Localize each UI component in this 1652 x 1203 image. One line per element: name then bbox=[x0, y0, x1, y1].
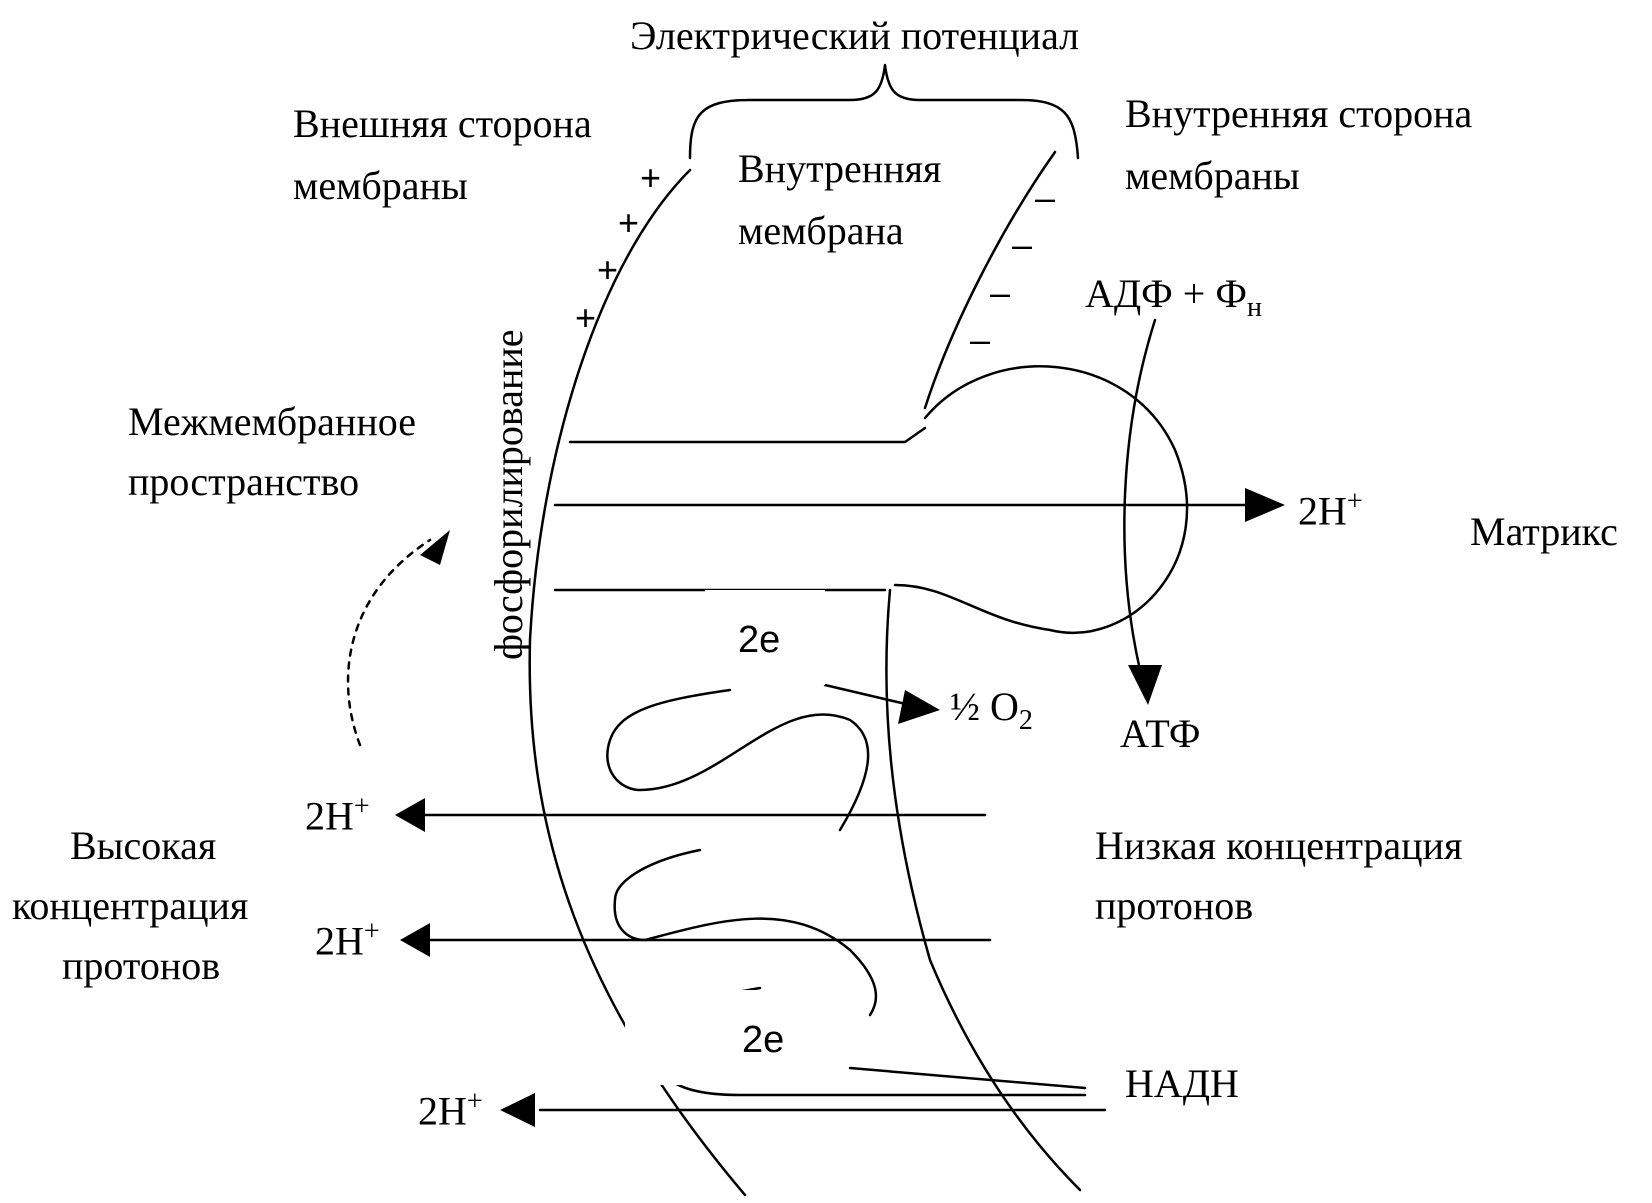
inner-membrane-right-curve bbox=[886, 590, 1080, 1190]
low-conc-label-line2: протонов bbox=[1095, 882, 1253, 929]
proton-out-2-charge: + bbox=[364, 916, 380, 947]
arrow-head-out-2 bbox=[400, 923, 430, 957]
electron-to-oxygen-line bbox=[825, 685, 910, 705]
proton-out-1-charge: + bbox=[354, 791, 370, 822]
plus-sign-3: + bbox=[597, 252, 618, 288]
arrow-head-out-1 bbox=[395, 798, 425, 832]
proton-matrix-label: 2H+ bbox=[1298, 485, 1363, 535]
arrow-head-out-3 bbox=[500, 1093, 535, 1127]
intermembrane-label-line1: Межмембранное bbox=[128, 398, 416, 445]
proton-out-1-label: 2H+ bbox=[305, 790, 370, 840]
inner-membrane-label-line1: Внутренняя bbox=[738, 145, 941, 192]
proton-out-3-charge: + bbox=[467, 1086, 483, 1117]
intermembrane-label-line2: пространство bbox=[128, 458, 359, 505]
half-oxygen-text: ½ O bbox=[950, 684, 1019, 729]
inner-side-label-line1: Внутренняя сторона bbox=[1125, 90, 1472, 137]
proton-matrix-charge: + bbox=[1347, 486, 1363, 517]
phosphorylation-label: фосфорилирование bbox=[485, 329, 532, 660]
proton-out-2-label: 2H+ bbox=[315, 915, 380, 965]
arrow-head-matrix bbox=[1245, 488, 1285, 522]
electron-box-bottom bbox=[625, 990, 830, 1085]
adp-pi-text: АДФ + Ф bbox=[1085, 271, 1247, 316]
return-dotted-curve bbox=[348, 540, 430, 745]
proton-out-3-label: 2H+ bbox=[418, 1085, 483, 1135]
arrow-head-atp bbox=[1128, 665, 1162, 705]
half-oxygen-label: ½ O2 bbox=[950, 683, 1033, 737]
crista-fold-1 bbox=[607, 690, 868, 830]
inner-side-label-line2: мембраны bbox=[1125, 152, 1300, 199]
arrow-head-oxygen bbox=[898, 690, 940, 724]
minus-sign-1: – bbox=[1035, 180, 1055, 216]
proton-out-3-text: 2H bbox=[418, 1088, 467, 1133]
adp-pi-label: АДФ + Фн bbox=[1085, 270, 1262, 324]
outer-side-label-line2: мембраны bbox=[293, 162, 468, 209]
outer-side-label-line1: Внешняя сторона bbox=[293, 100, 592, 147]
proton-matrix-text: 2H bbox=[1298, 488, 1347, 533]
plus-sign-2: + bbox=[618, 205, 639, 241]
electrons-top-label: 2e bbox=[738, 618, 780, 663]
matrix-label: Матрикс bbox=[1470, 508, 1618, 555]
minus-sign-3: – bbox=[990, 275, 1010, 311]
nadh-line bbox=[850, 1068, 1085, 1088]
electric-potential-label: Электрический потенциал bbox=[630, 12, 1079, 59]
atp-synthase-head bbox=[895, 366, 1187, 632]
inner-membrane-line-top bbox=[570, 428, 925, 442]
nadh-label: НАДН bbox=[1125, 1060, 1239, 1107]
minus-sign-2: – bbox=[1012, 227, 1032, 263]
proton-out-1-text: 2H bbox=[305, 793, 354, 838]
electrons-bottom-label: 2e bbox=[742, 1018, 784, 1063]
arrow-head-return bbox=[420, 530, 450, 565]
plus-sign-4: + bbox=[575, 300, 596, 336]
adp-pi-subscript: н bbox=[1247, 292, 1262, 323]
atp-label: АТФ bbox=[1120, 710, 1201, 757]
low-conc-label-line1: Низкая концентрация bbox=[1095, 822, 1462, 869]
minus-sign-4: – bbox=[970, 322, 990, 358]
high-conc-label-line2: концентрация bbox=[12, 882, 248, 929]
high-conc-label-line1: Высокая bbox=[70, 822, 216, 869]
proton-out-2-text: 2H bbox=[315, 918, 364, 963]
inner-membrane-label-line2: мембрана bbox=[738, 207, 904, 254]
plus-sign-1: + bbox=[640, 160, 661, 196]
high-conc-label-line3: протонов bbox=[62, 942, 220, 989]
oxygen-subscript: 2 bbox=[1019, 705, 1033, 736]
